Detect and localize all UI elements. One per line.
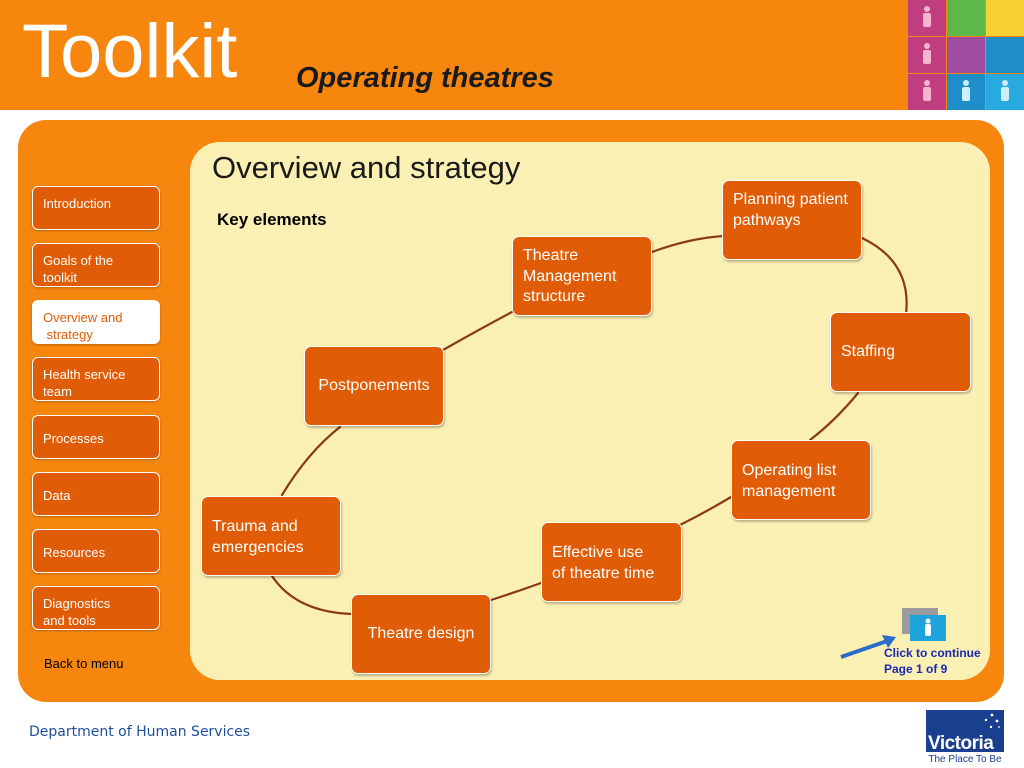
connector-line [650,234,726,254]
node-label: pathways [733,211,801,229]
sidebar-item-resources[interactable]: Resources [32,529,160,573]
node-label: structure [523,288,586,305]
node-operating-list-management[interactable]: Operating list management [731,440,871,520]
sidebar-item-label: Data [43,488,71,503]
connector-line [270,574,354,616]
node-label: Postponements [318,376,430,394]
sidebar-item-label: and tools [43,613,96,628]
node-label: Effective use [552,544,644,561]
sidebar-item-diagnostics[interactable]: Diagnostics and tools [32,586,160,630]
connector-line [860,236,908,316]
sidebar-item-label: Health service [43,367,126,382]
node-label: management [742,482,836,500]
mosaic-tile [947,0,985,36]
sidebar-item-label: Diagnostics [43,596,111,611]
sidebar-item-label: team [43,384,72,399]
node-label: Theatre [523,247,579,264]
connector-line [489,581,543,602]
node-label: Planning patient [733,191,848,208]
node-label: of theatre time [552,564,655,582]
sidebar-item-data[interactable]: Data [32,472,160,516]
sidebar-item-health-service-team[interactable]: Health service team [32,357,160,401]
mosaic-tile [947,37,985,73]
continue-label: Click to continue [884,646,981,660]
mosaic-tile [986,37,1024,73]
connector-line [280,425,342,497]
sidebar-item-label: toolkit [43,270,77,285]
node-staffing[interactable]: Staffing [830,312,971,392]
sidebar-item-overview[interactable]: Overview and strategy [32,300,160,344]
sidebar-item-label: Introduction [43,196,111,211]
node-label: emergencies [212,538,304,556]
page-title: Overview and strategy [212,150,521,185]
logo-tagline: The Place To Be [926,752,1004,768]
sidebar-item-label: strategy [43,327,93,342]
continue-icon[interactable] [900,607,948,643]
person-icon [923,6,1009,101]
sidebar-item-processes[interactable]: Processes [32,415,160,459]
node-label: Operating list [742,462,837,479]
node-effective-use-of-theatre-time[interactable]: Effective use of theatre time [541,522,682,602]
node-label: Management [523,267,617,285]
section-heading: Key elements [217,210,327,229]
node-trauma-and-emergencies[interactable]: Trauma and emergencies [201,496,341,576]
connector-line [808,391,860,442]
sidebar-item-label: Goals of the [43,253,114,268]
node-postponements[interactable]: Postponements [304,346,444,426]
department-name: Department of Human Services [29,724,251,740]
sidebar-item-introduction[interactable]: Introduction [32,186,160,230]
arrow-icon [840,635,896,659]
back-to-menu-link[interactable]: Back to menu [44,656,124,671]
connector-line [678,495,733,527]
node-label: Trauma and [212,518,298,535]
app-subtitle: Operating theatres [296,62,554,94]
node-theatre-design[interactable]: Theatre design [351,594,491,674]
stars-icon [984,713,1000,729]
header-bar [0,0,1024,110]
node-theatre-management-structure[interactable]: Theatre Management structure [512,236,652,316]
brand-mosaic [908,0,1024,110]
page-indicator: Page 1 of 9 [884,662,948,676]
node-label: Theatre design [367,624,475,642]
continue-link[interactable]: Click to continue Page 1 of 9 [884,645,981,677]
node-planning-patient-pathways[interactable]: Planning patient pathways [722,180,862,260]
sidebar-item-goals[interactable]: Goals of the toolkit [32,243,160,287]
sidebar-item-label: Overview and [43,310,123,325]
node-label: Staffing [841,342,895,360]
sidebar-item-label: Processes [43,431,104,446]
sidebar-item-label: Resources [43,545,106,560]
mosaic-tile [986,0,1024,36]
app-title: Toolkit [22,9,238,94]
connector-line [441,310,514,352]
logo-word: Victoria [928,733,994,754]
